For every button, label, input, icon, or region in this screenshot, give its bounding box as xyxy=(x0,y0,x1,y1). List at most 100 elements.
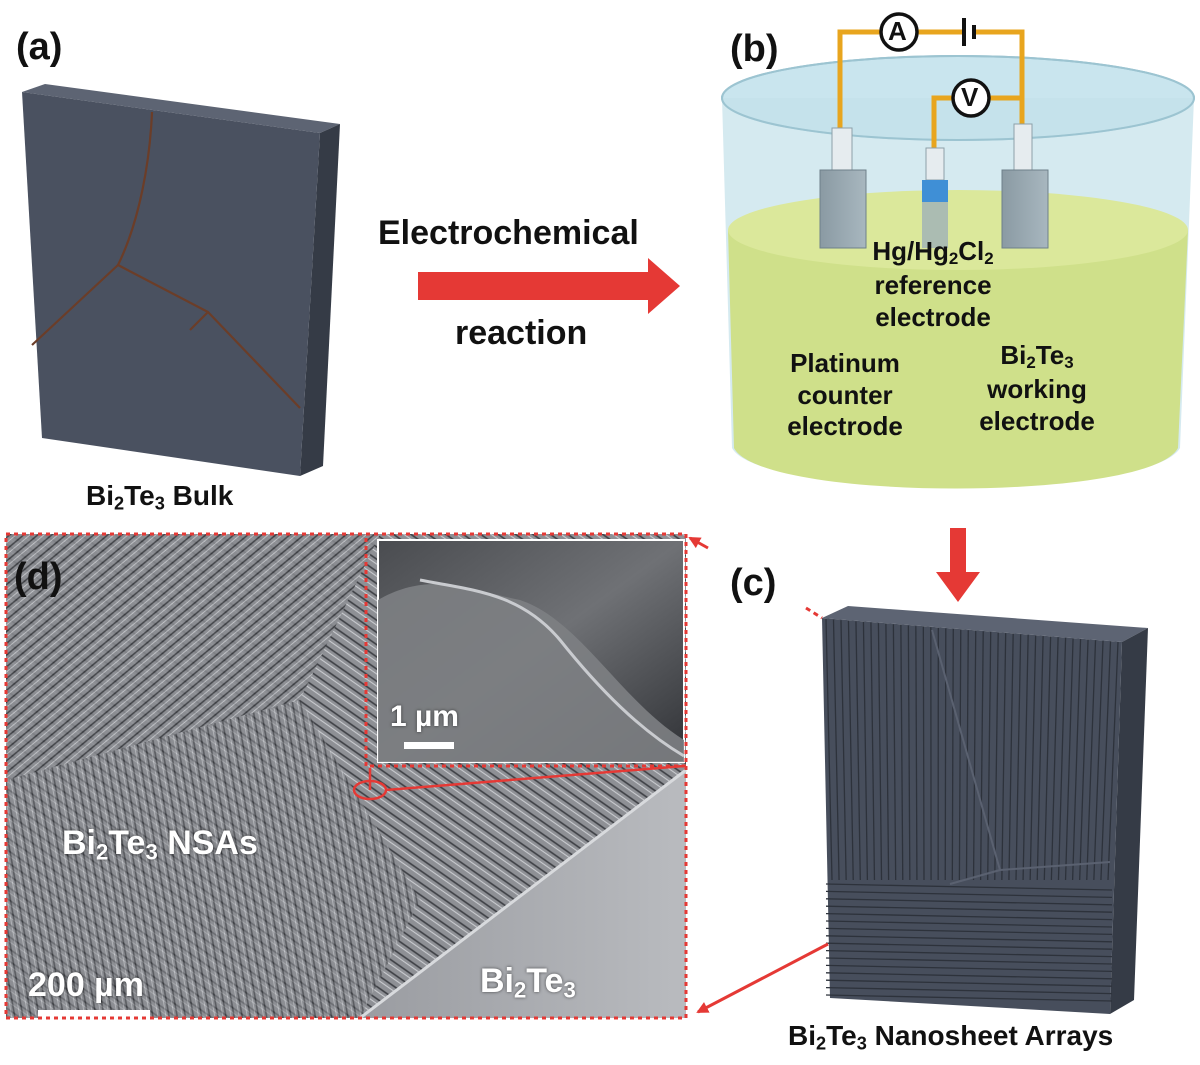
nanosheet-line xyxy=(892,624,897,881)
nanosheet-line xyxy=(1022,634,1029,881)
nanosheet-hline xyxy=(825,979,1113,987)
scale-label-inset: 1 µm xyxy=(390,700,459,733)
grain-boundaries xyxy=(31,111,301,409)
arrow-text-line2: reaction xyxy=(455,314,588,352)
connector-arrow-top xyxy=(688,536,709,550)
nanosheet-line xyxy=(1093,640,1104,881)
nanosheet-line xyxy=(825,618,833,881)
bulk-block-top xyxy=(22,84,340,133)
nanosheet-line xyxy=(1029,635,1037,881)
electrochemical-cell xyxy=(721,12,1195,489)
nanosheet-line xyxy=(900,624,904,881)
nanosheet-line xyxy=(1001,633,1007,881)
nanosheet-line xyxy=(1100,641,1112,881)
scale-label-main: 200 µm xyxy=(28,966,144,1004)
sem-frame xyxy=(4,532,688,1020)
panel-label-d: (d) xyxy=(14,556,63,598)
ammeter-icon xyxy=(879,12,919,52)
nanosheet-line xyxy=(1057,637,1067,881)
electrolyte-liquid xyxy=(728,230,1188,489)
connector-dash-top xyxy=(805,606,823,620)
nanosheet-hline xyxy=(825,949,1113,958)
counter-electrode xyxy=(819,169,867,249)
nanosheet-hline xyxy=(825,912,1113,921)
nanosheet-hline xyxy=(825,890,1113,899)
nanosheet-line xyxy=(1079,639,1089,881)
nanosheet-line xyxy=(832,619,840,881)
nanosheet-line xyxy=(840,620,847,881)
nanosheet-hline xyxy=(825,920,1113,928)
working-electrode-label: Bi2Te3 working electrode xyxy=(979,340,1095,436)
nanosheet-hline xyxy=(825,942,1113,950)
scale-bar-inset xyxy=(404,742,454,749)
nanosheet-hline xyxy=(825,964,1113,973)
panel-label-c: (c) xyxy=(730,562,777,604)
nanosheet-line xyxy=(1086,640,1097,881)
bulk-sem-label: Bi2Te3 xyxy=(480,962,576,1003)
nanosheet-block xyxy=(822,606,1148,1014)
connector-arrow-bottom xyxy=(696,942,829,1014)
nanosheet-line xyxy=(1015,634,1022,881)
reference-electrode xyxy=(922,202,948,248)
nanosheet-hline xyxy=(825,986,1113,995)
nanosheet-hline xyxy=(825,994,1113,1002)
nanosheet-line xyxy=(922,626,925,881)
nanosheet-line xyxy=(979,631,984,881)
reference-electrode-cap xyxy=(925,147,945,181)
nanosheet-line xyxy=(907,625,911,881)
working-electrode xyxy=(1001,169,1049,249)
nanosheet-line xyxy=(1050,637,1059,881)
counter-electrode-cap xyxy=(831,127,853,171)
bulk-caption: Bi2Te3 Bulk xyxy=(86,480,234,514)
down-arrow xyxy=(936,528,980,602)
ammeter-label: A xyxy=(888,16,907,46)
nanosheet-line xyxy=(862,621,869,881)
nanosheet-line xyxy=(1043,636,1052,881)
bulk-block xyxy=(22,84,340,476)
reference-electrode-label: Hg/Hg2Cl2 reference electrode xyxy=(872,236,994,332)
nanosheet-line xyxy=(1071,639,1082,881)
nanosheet-line xyxy=(1008,633,1014,881)
nanosheet-line xyxy=(915,626,918,881)
circuit-wires xyxy=(837,29,1025,148)
panel-label-b: (b) xyxy=(730,28,779,70)
reference-electrode-tip xyxy=(922,180,948,202)
counter-electrode-label: Platinum counter electrode xyxy=(787,348,903,442)
nanosheet-hline xyxy=(825,927,1113,936)
nanosheet-line xyxy=(987,631,992,881)
nanosheet-hline xyxy=(825,972,1113,980)
nanosheet-hline xyxy=(825,905,1113,913)
nanosheet-hline xyxy=(825,898,1113,906)
panel-label-a: (a) xyxy=(16,26,63,68)
nanosheet-caption: Bi2Te3 Nanosheet Arrays xyxy=(788,1020,1114,1054)
nanosheet-line xyxy=(855,621,861,881)
nanosheet-line xyxy=(1064,638,1074,881)
sem-image xyxy=(4,532,688,1020)
nanosheet-horizontal-lines xyxy=(825,883,1113,1002)
working-electrode-cap xyxy=(1013,123,1033,171)
nanosheet-line xyxy=(994,632,999,881)
nanosheet-hline xyxy=(825,935,1113,943)
nanosheet-line xyxy=(951,629,954,881)
nanosheet-line xyxy=(1107,641,1119,881)
arrow-text-line1: Electrochemical xyxy=(378,214,639,252)
nanosheet-line xyxy=(972,630,977,881)
scale-bar-main xyxy=(38,1010,150,1018)
nanosheet-line xyxy=(847,620,854,881)
nanosheet-line xyxy=(1036,636,1044,881)
bulk-block-side xyxy=(300,124,340,476)
nanosheet-lines xyxy=(825,618,1119,881)
nanosheet-line xyxy=(877,623,883,881)
voltmeter-icon xyxy=(951,78,991,118)
nanosheet-line xyxy=(944,628,947,881)
voltmeter-label: V xyxy=(961,82,979,112)
bulk-block-face xyxy=(22,92,320,476)
nsa-label: Bi2Te3 NSAs xyxy=(62,824,258,865)
nanosheet-line xyxy=(958,629,962,881)
nanosheet-line xyxy=(885,623,890,881)
nanosheet-hline xyxy=(825,957,1113,965)
inset-frame xyxy=(364,532,688,768)
nanosheet-hline xyxy=(825,883,1113,891)
reaction-arrow xyxy=(418,258,680,314)
